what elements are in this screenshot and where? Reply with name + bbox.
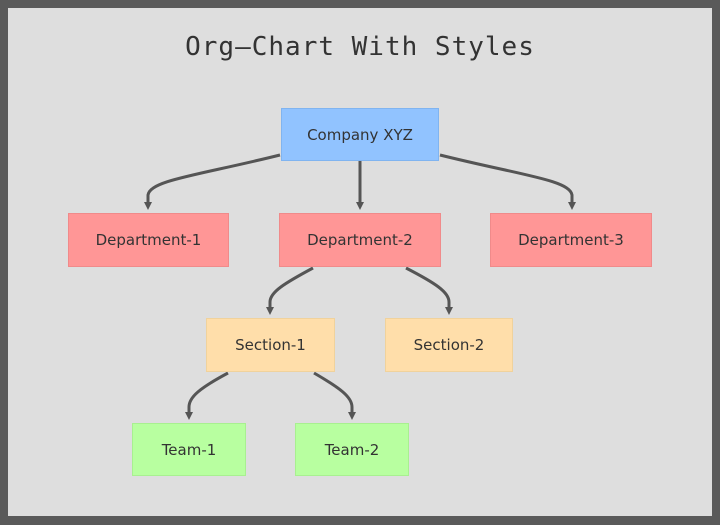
- node-section-2[interactable]: Section-2: [385, 318, 513, 372]
- node-company[interactable]: Company XYZ: [281, 108, 439, 161]
- node-section-1[interactable]: Section-1: [206, 318, 335, 372]
- node-section-2-label: Section-2: [413, 336, 485, 354]
- edge-department-2-section-1: [266, 266, 314, 315]
- node-department-1[interactable]: Department-1: [68, 213, 229, 267]
- edge-section-1-team-1: [185, 371, 229, 420]
- edge-company-department-1: [144, 153, 281, 210]
- node-team-1[interactable]: Team-1: [132, 423, 246, 476]
- edge-section-1-team-2: [313, 371, 356, 420]
- node-company-label: Company XYZ: [307, 125, 413, 144]
- node-department-2[interactable]: Department-2: [279, 213, 441, 267]
- node-team-1-label: Team-1: [161, 440, 217, 459]
- node-department-3[interactable]: Department-3: [490, 213, 652, 267]
- diagram-title: Org–Chart With Styles: [185, 32, 535, 62]
- node-team-2-label: Team-2: [324, 440, 380, 459]
- edge-company-department-3: [439, 153, 576, 210]
- edge-department-2-section-2: [405, 266, 453, 315]
- node-section-1-label: Section-1: [235, 336, 306, 354]
- node-department-1-label: Department-1: [95, 231, 202, 249]
- node-department-3-label: Department-3: [518, 231, 624, 249]
- node-department-2-label: Department-2: [307, 231, 413, 249]
- node-team-2[interactable]: Team-2: [295, 423, 409, 476]
